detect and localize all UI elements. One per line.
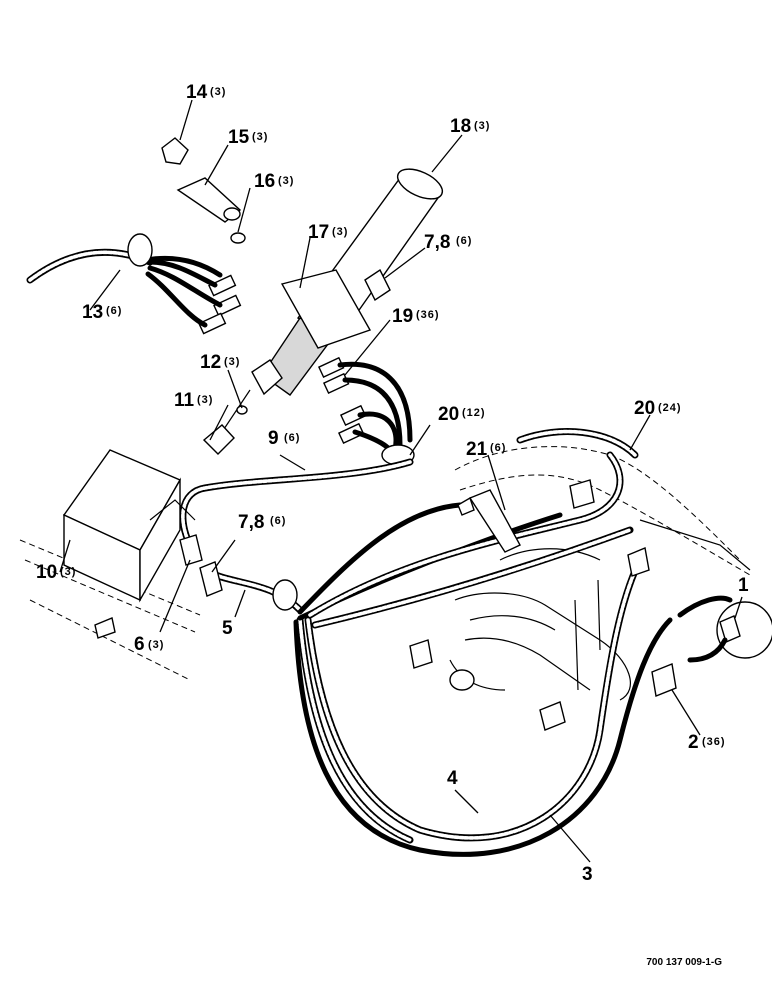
svg-text:(6): (6): [284, 432, 300, 444]
o-ring-12: [236, 405, 248, 415]
svg-text:(6): (6): [456, 235, 472, 247]
svg-text:(3): (3): [60, 566, 76, 578]
o-ring-16: [230, 232, 246, 244]
svg-text:(3): (3): [197, 394, 213, 406]
svg-text:20: 20: [438, 404, 459, 425]
svg-text:18: 18: [450, 116, 471, 137]
svg-text:6: 6: [134, 634, 145, 655]
drawing-number: 700 137 009-1-G: [646, 957, 722, 968]
hose-13: [26, 233, 223, 328]
callout-15: 15(3): [228, 127, 268, 148]
svg-text:16: 16: [254, 171, 275, 192]
callout-9: 9 (6): [268, 428, 300, 449]
valve-21: [457, 489, 521, 553]
svg-text:3: 3: [582, 864, 593, 885]
fitting-1: [677, 595, 772, 663]
fittings-19: [198, 274, 367, 445]
clamp-6: [179, 534, 203, 566]
svg-text:20: 20: [634, 398, 655, 419]
svg-text:19: 19: [392, 306, 413, 327]
svg-text:14: 14: [186, 82, 208, 103]
callout-11: 11(3): [174, 390, 213, 411]
callout-21: 21(6): [466, 439, 506, 460]
callout-13: 13(6): [82, 302, 122, 323]
callout-4: 4: [447, 768, 458, 789]
svg-text:(36): (36): [702, 736, 726, 748]
callout-3: 3: [582, 864, 593, 885]
callout-18: 18(3): [450, 116, 490, 137]
callout-17: 17(3): [308, 222, 348, 243]
svg-text:11: 11: [174, 390, 195, 411]
hose-4: [296, 556, 644, 844]
callout-5: 5: [222, 618, 233, 639]
svg-text:(3): (3): [224, 356, 240, 368]
svg-text:12: 12: [200, 352, 221, 373]
mounting-plate-17: [280, 269, 372, 349]
svg-text:(36): (36): [416, 309, 440, 321]
machine-body: [449, 446, 751, 701]
fitting-7-8-left: [199, 561, 223, 597]
svg-text:(12): (12): [462, 407, 486, 419]
hose-upper-right: [306, 428, 639, 629]
callout-20-left: 20(12): [438, 404, 486, 425]
svg-text:(3): (3): [332, 226, 348, 238]
svg-text:10: 10: [36, 562, 57, 583]
svg-text:17: 17: [308, 222, 329, 243]
callout-6: 6(3): [134, 634, 164, 655]
svg-text:(3): (3): [148, 639, 164, 651]
svg-text:(6): (6): [490, 442, 506, 454]
svg-text:(6): (6): [106, 305, 122, 317]
leader-lines: [59, 99, 743, 863]
fitting-blocks-2: [409, 479, 677, 731]
svg-text:4: 4: [447, 768, 458, 789]
svg-text:7,8: 7,8: [238, 512, 264, 533]
callout-20-right: 20(24): [634, 398, 682, 419]
svg-text:5: 5: [222, 618, 233, 639]
hose-9: [179, 458, 414, 549]
svg-text:1: 1: [738, 575, 749, 596]
hose-3: [293, 502, 673, 857]
svg-text:(24): (24): [658, 402, 682, 414]
callout-1: 1: [738, 575, 749, 596]
svg-text:13: 13: [82, 302, 103, 323]
fitting-14: [161, 137, 189, 165]
fitting-11: [202, 424, 235, 455]
callout-7-8-left: 7,8 (6): [238, 512, 286, 533]
svg-text:7,8: 7,8: [424, 232, 450, 253]
callout-7-8-upper: 7,8 (6): [424, 232, 472, 253]
callout-2: 2(36): [688, 732, 726, 753]
svg-text:15: 15: [228, 127, 250, 148]
svg-text:(3): (3): [210, 86, 226, 98]
svg-text:9: 9: [268, 428, 279, 449]
svg-text:(3): (3): [252, 131, 268, 143]
svg-text:2: 2: [688, 732, 699, 753]
callout-14: 14(3): [186, 82, 226, 103]
svg-text:(3): (3): [278, 175, 294, 187]
callout-10: 10(3): [36, 562, 76, 583]
callout-12: 12(3): [200, 352, 240, 373]
svg-text:(6): (6): [270, 515, 286, 527]
callout-16: 16(3): [254, 171, 294, 192]
svg-text:21: 21: [466, 439, 488, 460]
guard-10: [62, 449, 196, 639]
fitting-7-8-upper: [364, 268, 391, 302]
callout-19: 19(36): [392, 306, 440, 327]
elbow-15: [176, 177, 242, 223]
svg-text:(3): (3): [474, 120, 490, 132]
